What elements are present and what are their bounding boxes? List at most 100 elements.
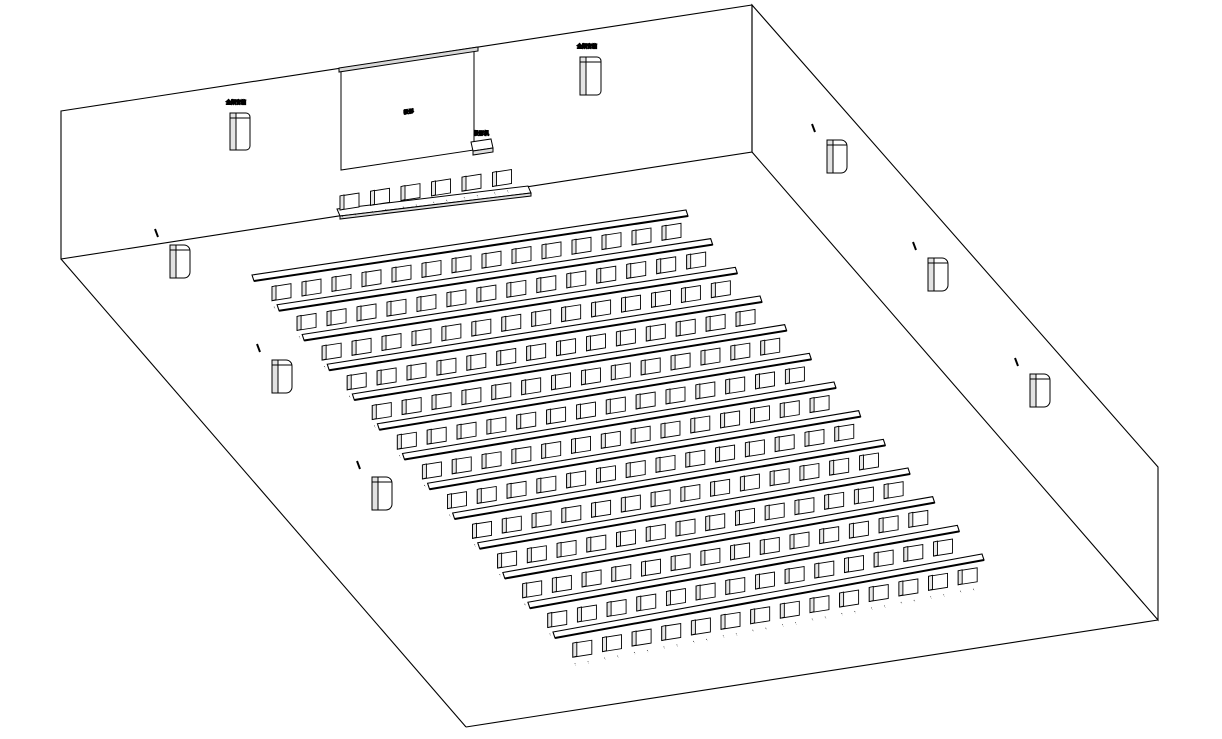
seat [476, 485, 497, 512]
seat [686, 251, 707, 278]
seating-row-2 [276, 238, 714, 339]
seating-row-1 [251, 209, 689, 309]
stage-chair-4 [431, 178, 451, 205]
seating-row-6 [376, 352, 813, 458]
screen-label: 投影 [403, 108, 414, 116]
seat [660, 420, 681, 447]
seat [301, 278, 322, 305]
seat [472, 520, 492, 547]
seat [670, 553, 691, 579]
seat [661, 222, 682, 249]
seat [595, 465, 616, 491]
side-speaker-right-1 [811, 123, 848, 174]
seat [610, 362, 631, 389]
seat [447, 491, 467, 517]
seating-row-9 [451, 438, 887, 547]
seat [760, 337, 781, 364]
seat [296, 312, 317, 339]
seat [561, 304, 582, 330]
stage-chair-6 [492, 168, 512, 195]
seat [376, 367, 397, 394]
seat [620, 494, 641, 521]
seat [571, 435, 591, 462]
seat [461, 387, 482, 413]
seat [829, 457, 850, 484]
seat [859, 452, 879, 479]
seat [848, 520, 869, 547]
seat [764, 502, 785, 529]
seat [784, 566, 805, 592]
seat [755, 371, 776, 398]
seat [814, 560, 835, 587]
seat [446, 289, 467, 315]
stage-chair-3 [400, 183, 421, 209]
seat [451, 456, 472, 482]
side-speakers [154, 123, 1051, 511]
seat [346, 372, 367, 398]
seat [401, 397, 422, 423]
seat [665, 386, 686, 413]
seat [630, 425, 651, 452]
seat [755, 571, 775, 598]
seat [497, 550, 518, 577]
seat [695, 381, 716, 408]
seat [421, 461, 442, 488]
stage-chair-2 [370, 187, 390, 214]
seat [645, 523, 666, 550]
seat [645, 323, 666, 350]
stage-table [336, 185, 532, 220]
seat [779, 400, 800, 426]
seat [600, 430, 621, 457]
room-shell [60, 3, 1159, 728]
seat [516, 411, 537, 438]
seating-row-8 [426, 410, 862, 517]
seat [720, 611, 741, 638]
side-speaker-right-2 [912, 241, 949, 292]
seat [759, 536, 780, 563]
floor-left-edge [60, 258, 467, 728]
seat [526, 545, 547, 571]
seat [431, 392, 452, 418]
seat [541, 241, 562, 268]
seat [486, 416, 507, 443]
seat [541, 440, 562, 467]
seat [957, 567, 978, 593]
seat [466, 352, 487, 379]
seating-row-4 [326, 295, 763, 398]
seat [546, 406, 567, 433]
seat [406, 362, 427, 389]
seat [873, 549, 894, 576]
seat [416, 293, 437, 320]
projector: 投影机 [470, 130, 494, 156]
seat [371, 401, 392, 428]
seat [769, 468, 790, 494]
seat [506, 480, 527, 507]
seat [556, 338, 577, 364]
desk-strip [276, 238, 714, 312]
seat [868, 583, 889, 610]
seat [715, 444, 736, 471]
seat [700, 347, 721, 374]
seat [501, 515, 522, 542]
seat [749, 405, 770, 431]
seating-row-13 [552, 553, 985, 666]
seat [575, 401, 596, 428]
seat [725, 577, 746, 603]
seat [561, 505, 582, 531]
seat [551, 574, 572, 601]
seat [680, 285, 701, 311]
seat [744, 439, 765, 465]
seat [491, 382, 512, 408]
front-speaker-right: 全频音箱 [576, 43, 602, 96]
seat [720, 410, 741, 437]
seat [705, 313, 726, 340]
seat [616, 529, 636, 555]
seat [481, 451, 502, 477]
seat [799, 462, 820, 489]
seat [898, 578, 919, 605]
seat [331, 273, 352, 300]
seat [804, 428, 825, 455]
seat [496, 347, 517, 374]
stage-chair-1 [339, 192, 360, 219]
seat [665, 588, 686, 614]
